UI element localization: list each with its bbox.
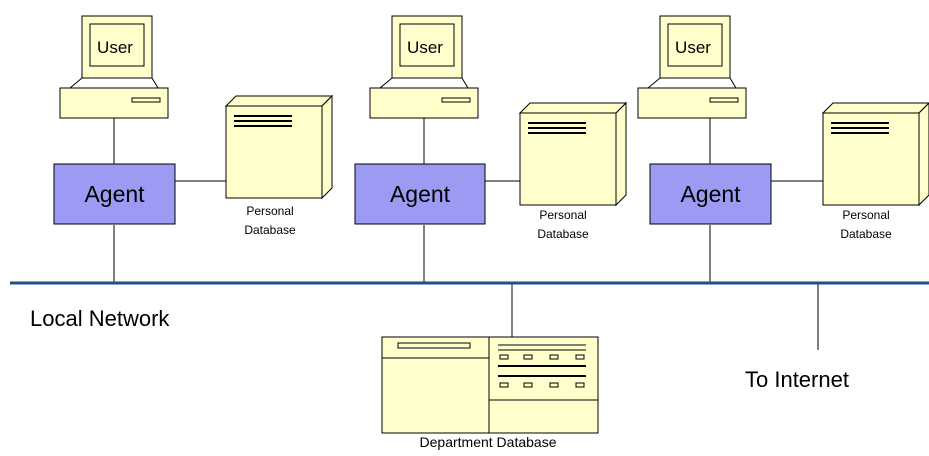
agent-3: Agent bbox=[649, 163, 772, 225]
department-db-label: Department Database bbox=[420, 434, 557, 450]
user-label: User bbox=[407, 38, 443, 57]
agent-2: Agent bbox=[354, 163, 486, 225]
personal-db-label-line2: Database bbox=[244, 223, 296, 237]
to-internet-label: To Internet bbox=[745, 367, 849, 392]
agent-1: Agent bbox=[53, 163, 176, 225]
personal-database-server-3 bbox=[822, 102, 929, 206]
agent-label: Agent bbox=[84, 181, 145, 207]
agent-label: Agent bbox=[680, 181, 741, 207]
agent-label: Agent bbox=[390, 181, 451, 207]
department-database-rack bbox=[381, 336, 599, 434]
user-label: User bbox=[97, 38, 133, 57]
personal-db-label-line2: Database bbox=[537, 227, 589, 241]
user-label: User bbox=[675, 38, 711, 57]
personal-db-label-line1: Personal bbox=[842, 208, 889, 222]
workstation-3: User bbox=[637, 15, 747, 119]
personal-db-label-line1: Personal bbox=[246, 204, 293, 218]
personal-database-server-2 bbox=[519, 102, 627, 206]
workstation-2: User bbox=[369, 15, 479, 119]
personal-db-label-line1: Personal bbox=[539, 208, 586, 222]
personal-db-label-line2: Database bbox=[840, 227, 892, 241]
local-network-label: Local Network bbox=[30, 306, 170, 331]
personal-database-server-1 bbox=[225, 95, 333, 199]
workstation-1: User bbox=[59, 15, 169, 119]
